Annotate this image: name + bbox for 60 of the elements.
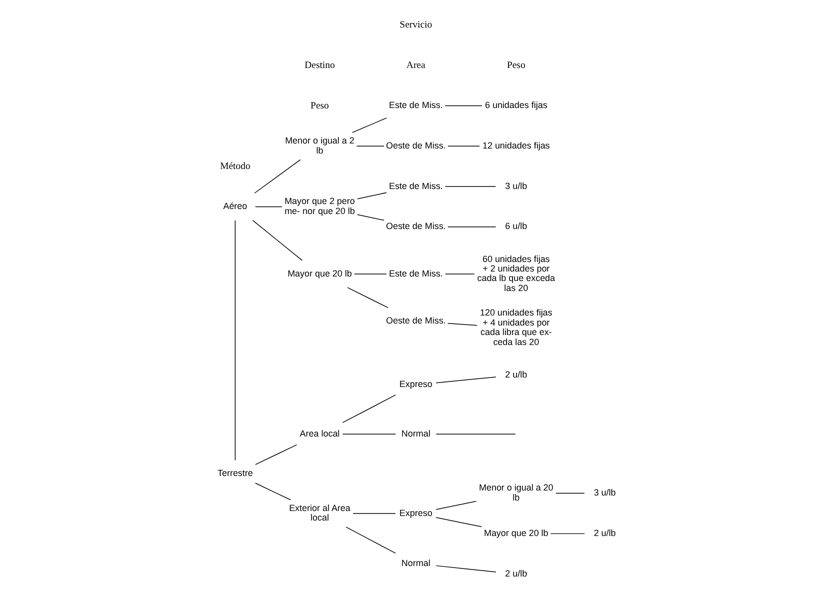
node-text: Aéreo [223,201,248,212]
connector [448,226,496,228]
node-text: Menor o igual a 2 lb [285,136,354,156]
connector [352,513,396,514]
node-text: 6 u/lb [505,221,528,232]
connector [254,159,301,194]
node-text: 60 unidades fijas + 2 unidades por cada lb que exceda las 20 [477,254,556,293]
node-text: Mayor que 20 lb [484,528,548,538]
node-text: 2 u/lb [505,568,528,578]
node-text: Este de Miss. [388,268,443,278]
node-text: 2 u/lb [505,369,528,380]
label: Peso [506,60,526,71]
connector [436,434,516,435]
connector [436,517,482,528]
node-text: Mayor que 2 pero me- nor que 20 lb [284,196,355,216]
node-text: 12 unidades fijas [482,140,550,150]
node-text: Oeste de Miss. [386,140,446,150]
connector [342,394,396,423]
connector [255,482,291,500]
connector [255,444,298,465]
node-text: Expreso [399,379,432,390]
node-text: Normal [401,428,430,438]
connector [356,214,384,221]
label: Destino [304,60,335,71]
connector [356,192,387,200]
node-text: Oeste de Miss. [386,221,446,232]
label: Peso [310,100,329,112]
node-text: Normal [401,558,430,568]
node-text: 120 unidades fijas + 4 unidades por cada libra que ex- ceda las 20 [480,308,552,347]
node-text: 2 u/lb [594,528,616,538]
node-text: Menor o igual a 20 lb [478,482,554,502]
connector [436,500,477,510]
connector [436,565,496,572]
label: Servicio [400,19,432,30]
label: Método [220,160,250,172]
node-text: Este de Miss. [388,100,443,110]
node-text: Expreso [399,508,432,518]
connector [252,220,303,261]
node-text: 3 u/lb [505,180,528,191]
label: Area [406,60,426,71]
connector [352,118,387,133]
connector [550,533,585,534]
connector [342,434,396,435]
node-text: 6 unidades fijas [484,100,548,110]
node-text: Este de Miss. [388,180,443,191]
node-text: 3 u/lb [594,488,616,498]
connector [448,322,478,326]
node-text: Mayor que 20 lb [288,268,352,278]
connector [444,186,496,187]
connector [444,105,482,106]
connector [346,526,396,554]
connector [556,492,585,494]
node-text: Oeste de Miss. [386,316,446,326]
node-text: Exterior al Area local [289,502,350,523]
connector [347,287,388,308]
connector [436,376,496,384]
node-text: Area local [300,428,340,438]
node-text: Terrestre [218,468,253,478]
connector [234,220,236,461]
connector [255,206,282,208]
